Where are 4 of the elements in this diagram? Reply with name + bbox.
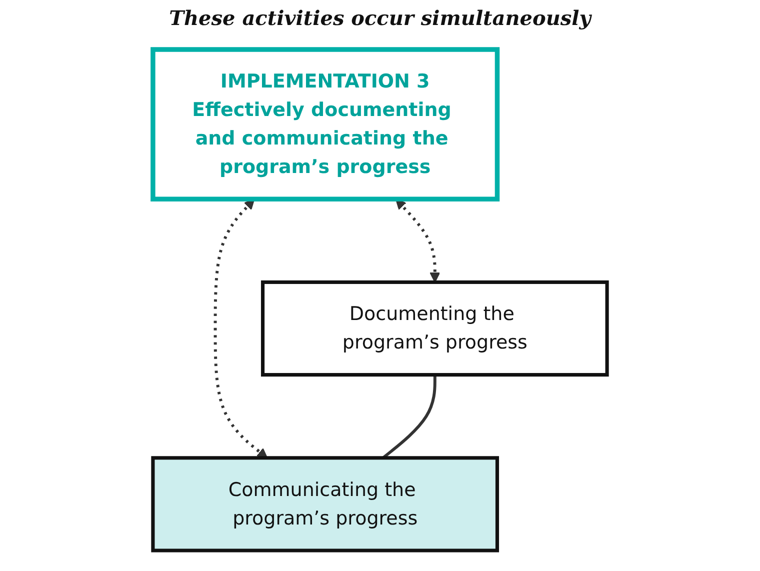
node-box: Communicating the program’s progress	[151, 456, 500, 552]
node-box: IMPLEMENTATION 3 Effectively documenting and communicating the program’s progress	[150, 47, 500, 202]
node-box: Documenting the program’s progress	[260, 280, 609, 377]
note-text: These activities occur simultaneously	[169, 6, 591, 30]
